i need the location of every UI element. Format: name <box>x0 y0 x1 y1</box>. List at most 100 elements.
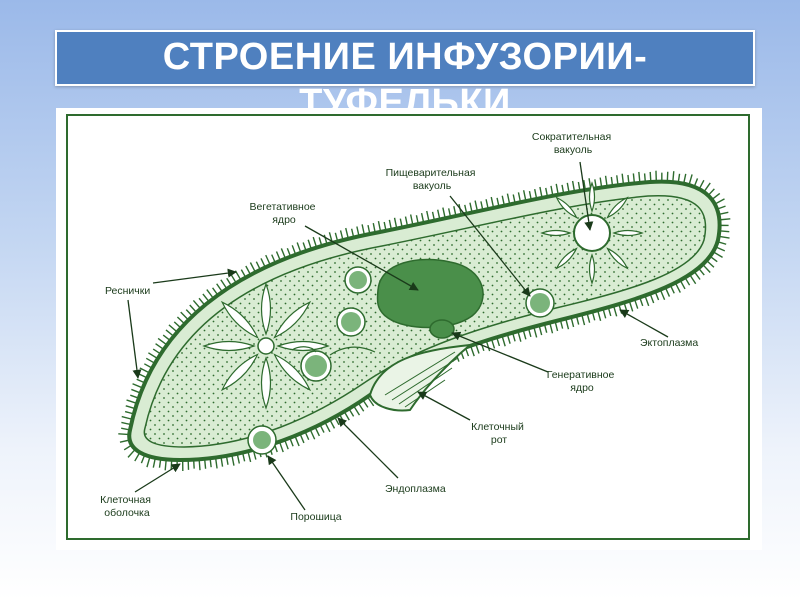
label-digestive-vacuole: Пищеварительная вакуоль <box>386 167 479 192</box>
cilium <box>231 274 236 283</box>
cilium <box>635 299 638 308</box>
cilium <box>163 335 170 341</box>
label-endoplasm: Эндоплазма <box>385 483 446 495</box>
cilium <box>471 346 475 356</box>
label-pore: Порошица <box>290 511 341 523</box>
cilium <box>135 452 140 461</box>
cilium <box>199 459 200 470</box>
cilium <box>207 290 214 299</box>
cilium <box>205 459 206 469</box>
cilium <box>174 322 181 328</box>
cilium <box>300 434 304 443</box>
cilium <box>645 173 646 182</box>
cilium <box>266 255 271 265</box>
cilium <box>704 183 710 192</box>
cilium <box>650 172 651 182</box>
cilium <box>358 403 363 411</box>
cilium <box>217 284 223 292</box>
cilium <box>118 434 129 435</box>
cilium <box>190 305 197 312</box>
cilium <box>699 180 704 189</box>
cilium <box>295 436 299 446</box>
cilium <box>156 344 164 350</box>
cilium <box>246 266 251 275</box>
cilium <box>598 310 601 321</box>
cilium <box>614 306 617 317</box>
cilium <box>124 445 132 450</box>
cilium <box>680 280 685 289</box>
cilium <box>277 252 281 261</box>
label-cilia: Реснички <box>105 285 150 297</box>
cilium <box>708 189 714 196</box>
cilium <box>715 199 725 204</box>
cilium <box>199 298 205 305</box>
cilium <box>330 420 335 429</box>
cilium <box>280 442 284 452</box>
cilium <box>140 368 150 373</box>
cilium <box>181 312 189 320</box>
cilium <box>716 247 725 251</box>
cilium <box>673 171 674 182</box>
cilium <box>127 400 137 403</box>
cilium <box>186 310 192 317</box>
cilium <box>694 271 700 279</box>
cilium <box>363 400 368 407</box>
cilium <box>629 301 632 311</box>
cilium <box>169 325 177 332</box>
cilium <box>297 242 301 252</box>
cilium <box>703 264 711 272</box>
cilium <box>690 275 696 284</box>
cilium <box>699 268 705 275</box>
cilium <box>166 330 174 336</box>
label-cell-membrane: Клеточная оболочка <box>100 494 154 519</box>
cilium <box>665 287 669 296</box>
cilium <box>235 271 241 281</box>
cilium <box>146 358 155 363</box>
cilium <box>203 294 209 302</box>
cilium <box>310 429 315 439</box>
cilium <box>645 296 649 306</box>
cilium <box>128 449 135 457</box>
cilium <box>133 384 143 388</box>
cilium <box>685 277 690 285</box>
cilium <box>138 374 147 378</box>
cilium <box>144 364 152 368</box>
cilium <box>325 422 330 432</box>
label-generative-nucleus: Генеративное ядро <box>547 369 618 394</box>
cilium <box>713 252 722 258</box>
cilium <box>675 283 680 293</box>
vacuole-canal <box>614 231 642 236</box>
cilium <box>165 459 166 470</box>
cilium <box>148 353 157 359</box>
label-vegetative-nucleus: Вегетативное ядро <box>250 201 319 226</box>
cilium <box>193 300 200 308</box>
cilium <box>344 412 349 421</box>
vegetative-nucleus <box>377 259 483 327</box>
cilium <box>153 349 161 354</box>
cilium <box>660 290 664 300</box>
cilium <box>712 193 720 199</box>
cilium <box>227 278 232 286</box>
cilium <box>315 427 319 436</box>
cilium <box>710 256 717 261</box>
contractile-vacuole-right <box>542 183 642 283</box>
vacuole-canal <box>590 255 595 283</box>
cilium <box>719 231 729 232</box>
cilium <box>650 294 654 303</box>
cilium <box>628 175 629 184</box>
cilium <box>177 317 184 324</box>
label-ectoplasm: Эктоплазма <box>640 337 698 349</box>
cilium <box>213 288 218 295</box>
cilium <box>707 261 714 268</box>
cilium <box>281 248 285 258</box>
label-cell-mouth: Клеточный рот <box>471 421 527 446</box>
cilium <box>158 338 167 345</box>
cilium <box>221 280 227 289</box>
cilium <box>354 406 360 415</box>
cilium <box>250 262 255 272</box>
vacuole-canal <box>590 183 595 211</box>
cilium <box>171 460 172 470</box>
label-contractile-vacuole: Сократительная вакуоль <box>532 131 614 156</box>
generative-nucleus <box>430 320 454 338</box>
